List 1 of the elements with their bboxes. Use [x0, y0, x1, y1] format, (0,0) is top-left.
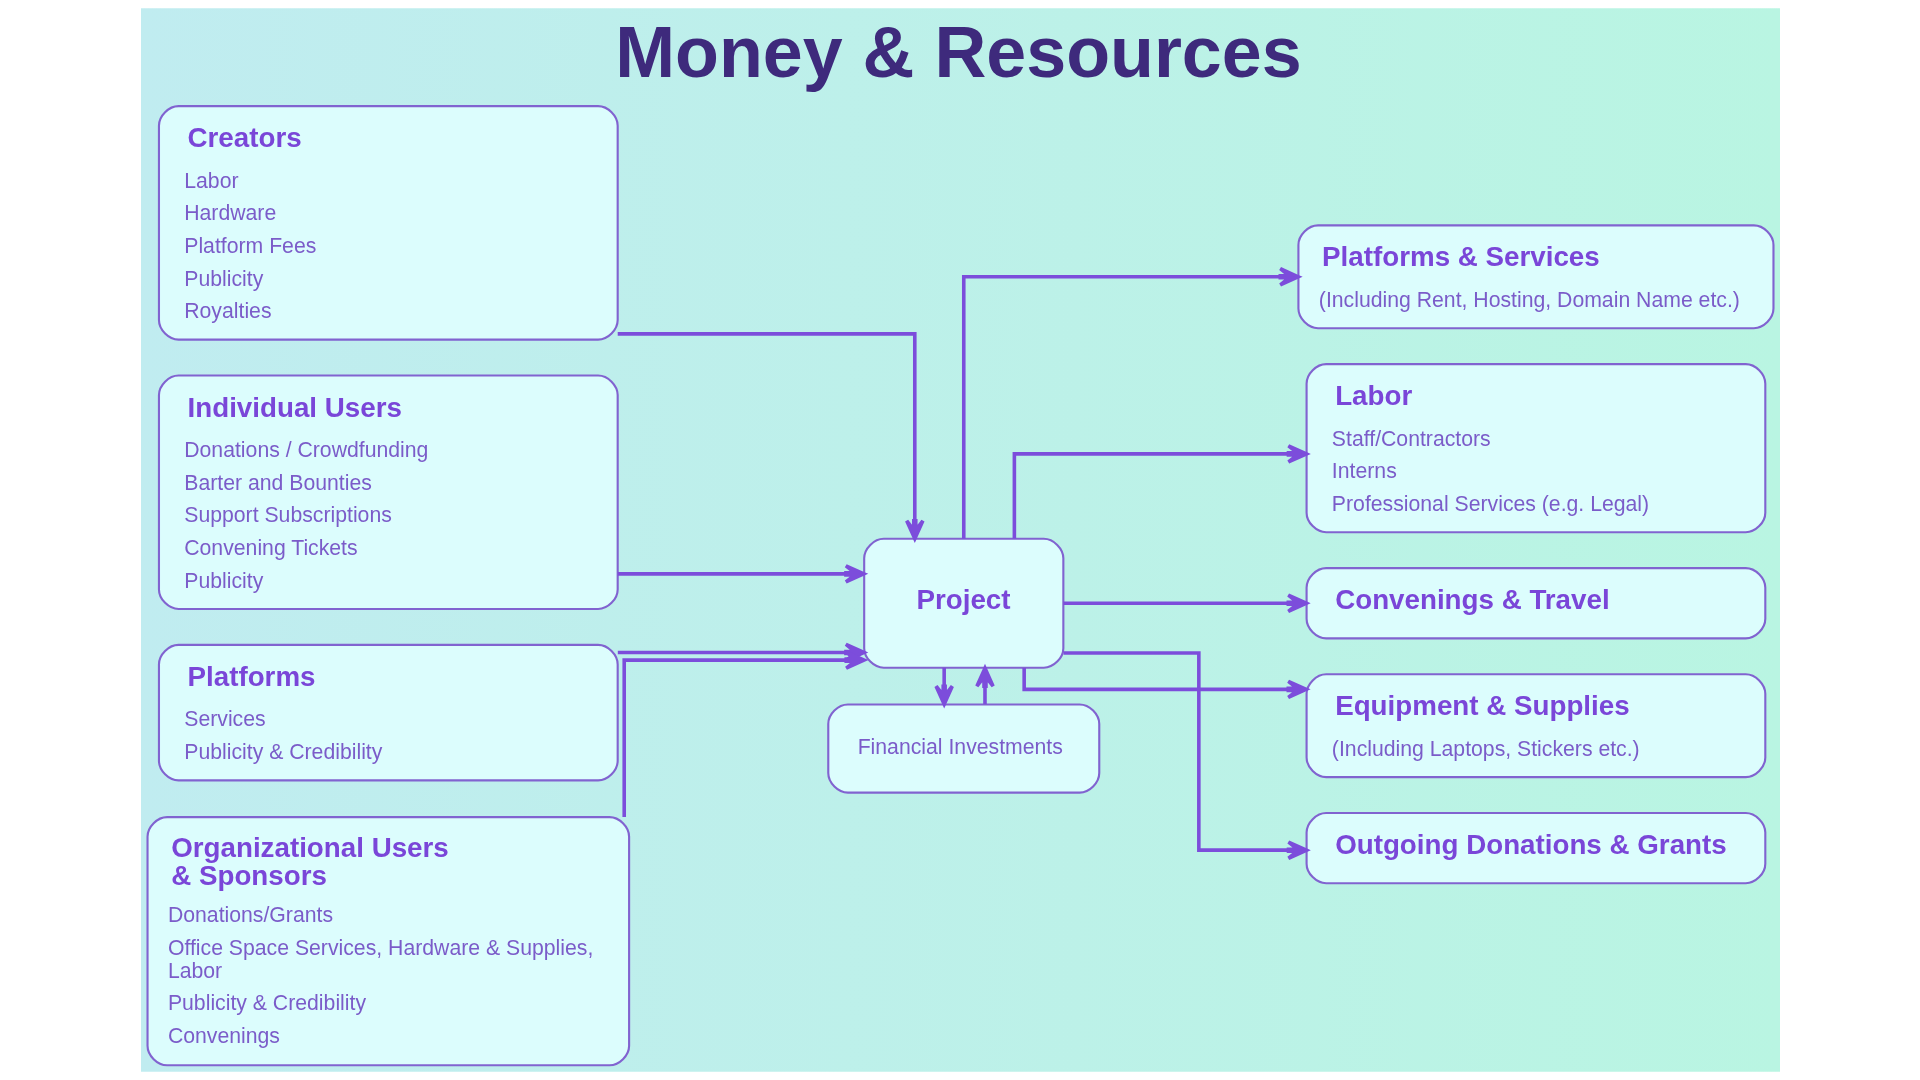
diagram-title: Money & Resources — [614, 12, 1302, 93]
